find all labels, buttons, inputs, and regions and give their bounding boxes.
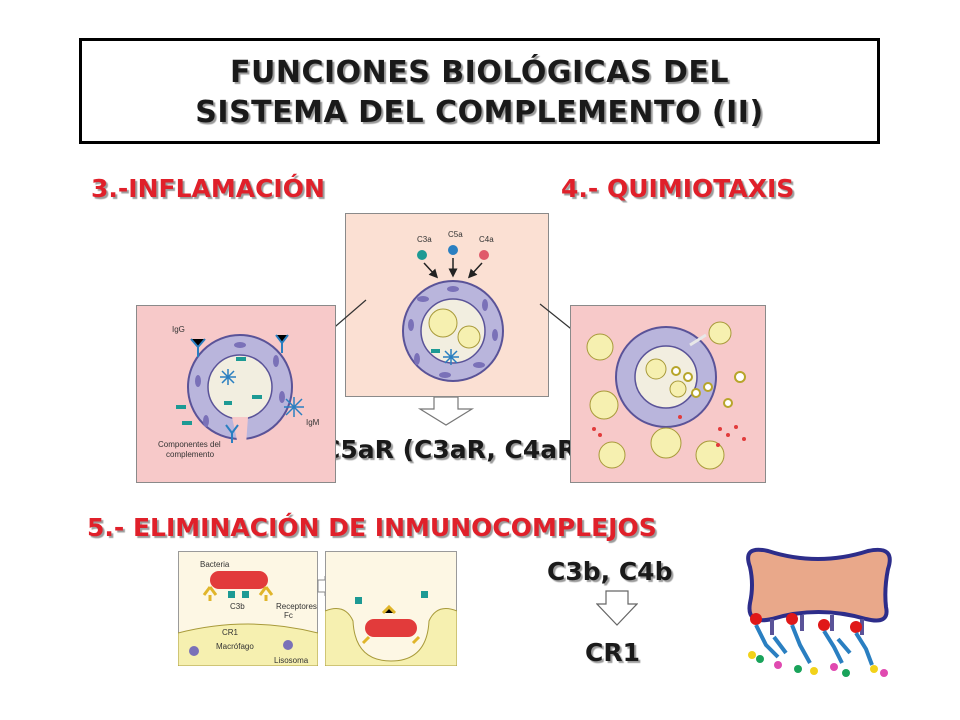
c4a-arrow (467, 262, 483, 279)
label-componentes-2: complemento (166, 450, 215, 459)
vessel-gap (232, 417, 248, 445)
label-igm: IgM (306, 418, 320, 427)
antigen-flowers (750, 613, 862, 633)
label-cr1: CR1 (585, 638, 640, 667)
center-panel-vessel: C3a C5a C4a (345, 213, 549, 397)
macrophage-membrane (178, 623, 318, 666)
down-arrow-cr1 (596, 590, 638, 626)
label-igg: IgG (172, 325, 185, 334)
label-cr1-small: CR1 (222, 628, 239, 637)
label-c5a: C5a (448, 230, 463, 239)
antibody-fc-icons (202, 586, 274, 601)
label-componentes-1: Componentes del (158, 440, 221, 449)
title-line-1: FUNCIONES BIOLÓGICAS DEL (230, 55, 729, 90)
bacteria-icon (210, 571, 268, 589)
label-receptores-1: Receptores (276, 602, 317, 611)
c3a-arrow (423, 262, 439, 279)
heading-quimiotaxis: 4.- QUIMIOTAXIS (561, 174, 795, 203)
igm-star-lumen-icon (220, 369, 236, 385)
igm-star-icon (284, 397, 304, 417)
complement-star (443, 349, 459, 365)
lysosomes (189, 640, 293, 656)
engulfing-macrophage (325, 608, 457, 666)
antibody-chains (754, 624, 874, 666)
c3b-fragments (228, 591, 249, 598)
label-macrofago: Macrófago (216, 642, 254, 651)
right-panel-chemotaxis (570, 305, 766, 483)
complement-beads (748, 651, 888, 677)
c3b-fragments-right (355, 591, 428, 604)
c3a-molecule (417, 250, 427, 260)
cr1-receptors (770, 615, 864, 635)
complement-rings (671, 366, 746, 408)
c5a-molecule (448, 245, 458, 255)
heading-eliminacion: 5.- ELIMINACIÓN DE INMUNOCOMPLEJOS (87, 513, 657, 542)
complement-fragments-left (176, 357, 262, 425)
title-line-2: SISTEMA DEL COMPLEMENTO (II) (195, 95, 764, 130)
title-box: FUNCIONES BIOLÓGICAS DEL SISTEMA DEL COM… (79, 38, 880, 144)
fc-receptors (361, 604, 421, 645)
down-arrow (417, 397, 475, 426)
engulfed-bacteria (365, 619, 417, 637)
left-panel-inflammation: IgG IgM Componentes del complemento (136, 305, 336, 483)
heading-inflamacion: 3.-INFLAMACIÓN (91, 174, 325, 203)
erythrocyte-shape (746, 547, 892, 623)
label-c3a: C3a (417, 235, 432, 244)
pipette-icon (689, 333, 707, 347)
label-c3b-small: C3b (230, 602, 245, 611)
endothelial-nuclei-left (195, 342, 285, 427)
label-lisosoma: Lisosoma (274, 656, 309, 665)
bottom-panel-left: Bacteria C3b Receptores Fc CR1 Macrófago… (178, 551, 318, 666)
label-bacteria: Bacteria (200, 560, 230, 569)
chemotactic-dots (592, 415, 746, 447)
erythrocyte-immune-complex (746, 547, 892, 677)
label-c3b-c4b: C3b, C4b (547, 557, 673, 586)
label-receptores-2: Fc (284, 611, 293, 620)
bottom-panel-right (325, 551, 457, 666)
mast-cell (428, 308, 458, 338)
label-c4a: C4a (479, 235, 494, 244)
endothelial-nuclei (408, 286, 498, 378)
vessel-lumen-left (207, 354, 273, 420)
neutrophils (586, 321, 732, 470)
c4a-molecule (479, 250, 489, 260)
antibody-igg-icons (190, 334, 289, 443)
complement-fragment (431, 349, 440, 353)
label-anaphylatoxin-receptors: C5aR (C3aR, C4aR) (322, 435, 588, 464)
leukocyte (457, 325, 481, 349)
